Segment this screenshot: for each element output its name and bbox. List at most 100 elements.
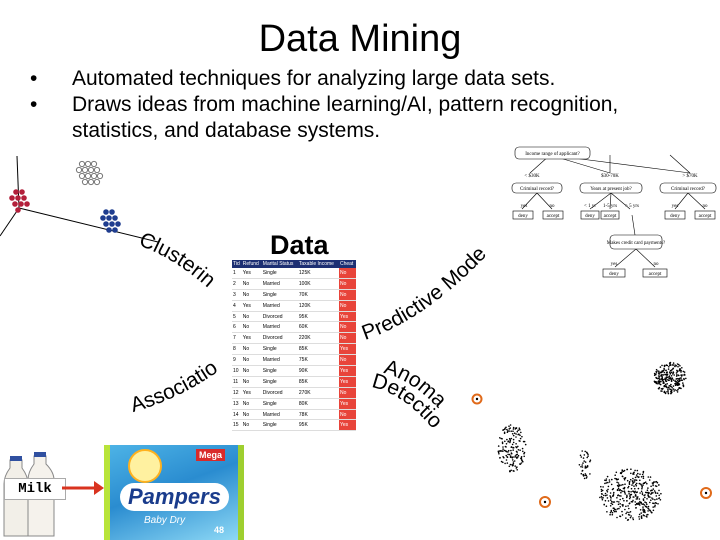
anomaly-point — [511, 433, 514, 435]
anomaly-point — [676, 369, 678, 372]
anomaly-point — [640, 476, 643, 478]
anomaly-point — [522, 461, 524, 463]
anomaly-point — [601, 498, 604, 501]
anomaly-point — [655, 372, 658, 374]
cluster-point — [109, 209, 115, 215]
cluster-point — [106, 227, 112, 233]
cluster-point — [24, 201, 30, 207]
anomaly-point — [642, 477, 645, 479]
anomaly-point — [637, 496, 639, 498]
anomaly-point — [639, 479, 641, 482]
table-cell: 1 — [232, 268, 242, 279]
table-cell: Divorced — [261, 387, 298, 399]
anomaly-point — [673, 390, 675, 392]
table-cell: 7 — [232, 332, 242, 345]
anomaly-point — [499, 457, 501, 459]
axis-line — [0, 207, 20, 237]
anomaly-point — [629, 494, 632, 496]
table-cell: 14 — [232, 409, 242, 421]
anomaly-point — [514, 456, 516, 458]
anomaly-point — [644, 494, 646, 496]
anomaly-point — [678, 387, 680, 389]
anomaly-point — [512, 462, 515, 465]
cluster-point — [100, 215, 106, 221]
anomaly-point — [652, 509, 655, 512]
anomaly-point — [676, 363, 679, 365]
svg-text:Predictive Modeling: Predictive Modeling — [345, 240, 491, 345]
anomaly-point — [510, 437, 513, 440]
anomaly-point — [671, 377, 674, 379]
anomaly-point — [662, 380, 665, 383]
tree-root: Income range of applicant? — [525, 152, 580, 157]
table-cell: 3 — [232, 289, 242, 301]
anomaly-point — [508, 425, 510, 427]
anomaly-point — [632, 490, 634, 492]
anomaly-point — [603, 494, 605, 497]
anomaly-point — [516, 430, 519, 433]
cluster-point — [19, 189, 25, 195]
svg-text:Clustering: Clustering — [120, 230, 220, 292]
anomaly-point — [622, 483, 624, 486]
anomaly-point — [609, 511, 612, 514]
anomaly-point — [665, 380, 668, 383]
anomaly-point — [589, 460, 591, 463]
anomaly-point — [601, 489, 604, 492]
anomaly-point — [634, 479, 637, 481]
anomaly-point — [606, 489, 608, 492]
anomaly-point — [609, 505, 612, 507]
table-cell: No — [241, 321, 262, 334]
anomaly-point — [628, 483, 631, 485]
anomaly-point — [646, 482, 648, 485]
table-cell: 125K — [297, 268, 339, 279]
diaper-brand: Pampers — [120, 483, 229, 511]
anomaly-point — [606, 497, 609, 499]
anomaly-point — [620, 495, 622, 497]
anomaly-point — [642, 508, 644, 510]
anomaly-point — [667, 368, 670, 370]
anomaly-point — [633, 481, 636, 483]
anomaly-point — [510, 469, 512, 472]
table-cell: No — [338, 332, 356, 345]
anomaly-point — [632, 482, 634, 485]
anomaly-point — [625, 512, 627, 515]
anomaly-point — [616, 489, 619, 492]
anomaly-point — [681, 374, 683, 376]
anomaly-point — [498, 450, 501, 452]
anomaly-point — [584, 474, 586, 477]
anomaly-point — [676, 391, 679, 393]
anomaly-point — [626, 494, 628, 497]
anomaly-point — [602, 486, 604, 488]
anomaly-point — [612, 509, 615, 512]
slide-title: Data Mining — [258, 18, 462, 60]
table-cell: 70K — [297, 289, 339, 301]
anomaly-point — [509, 463, 512, 466]
anomaly-point — [655, 495, 658, 497]
table-cell: No — [241, 409, 262, 421]
tree-leaf: deny — [518, 214, 528, 219]
anomaly-point — [680, 371, 682, 373]
anomaly-point — [665, 369, 667, 372]
anomaly-point — [600, 490, 603, 492]
anomaly-point — [638, 518, 641, 520]
anomaly-point — [605, 478, 608, 480]
anomaly-point — [509, 424, 512, 426]
anomaly-point — [502, 446, 504, 448]
anomaly-point — [519, 463, 521, 465]
anomaly-point — [518, 427, 521, 429]
anomaly-point — [500, 450, 502, 452]
anomaly-point — [522, 450, 524, 453]
cluster-point — [90, 160, 98, 168]
anomaly-point — [611, 503, 614, 506]
anomaly-point — [507, 453, 509, 456]
anomaly-point — [614, 477, 616, 480]
table-cell: Yes — [338, 376, 356, 388]
table-cell: No — [241, 343, 262, 356]
table-cell: 85K — [297, 376, 339, 388]
table-cell: No — [338, 278, 356, 290]
outlier-marker — [539, 496, 551, 508]
anomaly-point — [644, 491, 647, 494]
anomaly-point — [674, 380, 677, 382]
anomaly-point — [668, 371, 671, 373]
anomaly-point — [661, 364, 663, 367]
anomaly-point — [616, 508, 619, 510]
